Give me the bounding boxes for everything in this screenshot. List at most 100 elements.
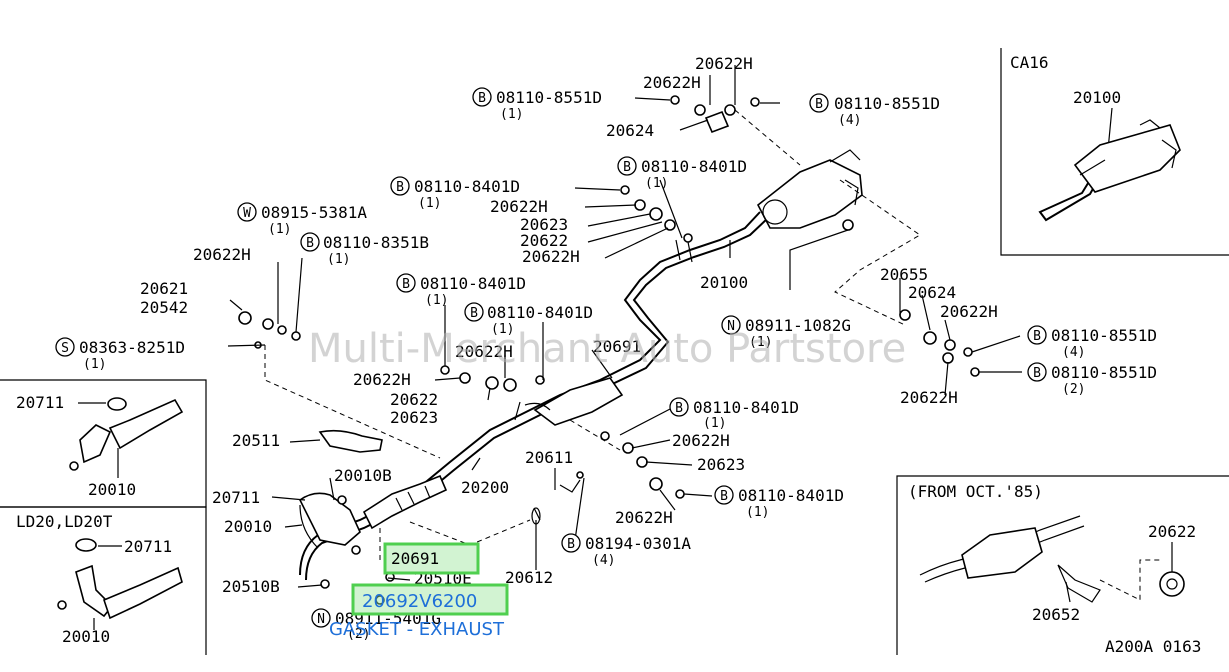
label-41: 08110-8551D xyxy=(1051,363,1157,382)
nut-circle-icon xyxy=(721,315,741,335)
screw-circle-icon xyxy=(55,337,75,357)
label-12: 20623 xyxy=(520,215,568,234)
svg-text:B: B xyxy=(1033,329,1041,344)
label-25: 08110-8401D xyxy=(487,303,593,322)
inset-oct85-title: (FROM OCT.'85) xyxy=(908,482,1043,501)
label-0: 20622H xyxy=(695,54,753,73)
label-36: 20655 xyxy=(880,265,928,284)
highlight-part-box[interactable] xyxy=(383,542,480,575)
label-52: 20711 xyxy=(212,488,260,507)
washer-circle-icon xyxy=(237,202,257,222)
svg-text:B: B xyxy=(815,97,823,112)
highlight-part-number[interactable]: 20692V6200 xyxy=(362,591,477,612)
label-40: (4) xyxy=(1062,345,1085,360)
svg-text:B: B xyxy=(675,401,683,416)
svg-text:B: B xyxy=(396,180,404,195)
inset-tl-part-b: 20010 xyxy=(88,480,136,499)
label-38: 20622H xyxy=(940,302,998,321)
highlight-part-label[interactable]: 20691 xyxy=(391,549,439,568)
svg-text:N: N xyxy=(727,319,735,334)
label-34: 08911-1082G xyxy=(745,316,851,335)
bolt-circle-icon xyxy=(809,93,829,113)
label-19: (1) xyxy=(327,252,350,267)
bolt-circle-icon xyxy=(472,87,492,107)
label-20: 20100 xyxy=(700,273,748,292)
main-exhaust-assembly xyxy=(227,65,1022,605)
inset-ld20-part-a: 20711 xyxy=(124,537,172,556)
svg-text:S: S xyxy=(61,341,69,356)
label-33: 20623 xyxy=(390,408,438,427)
label-11: 20622H xyxy=(490,197,548,216)
label-43: 20622H xyxy=(900,388,958,407)
label-63: (2) xyxy=(347,627,370,642)
label-22: 20542 xyxy=(140,298,188,317)
label-49: 20010B xyxy=(334,466,392,485)
label-32: 20622 xyxy=(390,390,438,409)
bolt-circle-icon xyxy=(669,397,689,417)
inset-ld20-part-b: 20010 xyxy=(62,627,110,646)
label-44: 08110-8401D xyxy=(693,398,799,417)
label-56: (1) xyxy=(746,505,769,520)
label-46: 20622H xyxy=(672,431,730,450)
label-53: 20010 xyxy=(224,517,272,536)
bolt-circle-icon xyxy=(561,533,581,553)
bolt-circle-icon xyxy=(464,302,484,322)
label-27: 08363-8251D xyxy=(79,338,185,357)
label-57: 08194-0301A xyxy=(585,534,691,553)
svg-text:B: B xyxy=(478,91,486,106)
label-50: 20611 xyxy=(525,448,573,467)
bolt-circle-icon xyxy=(390,176,410,196)
label-17: 20622H xyxy=(193,245,251,264)
label-35: (1) xyxy=(749,335,772,350)
bolt-circle-icon xyxy=(300,232,320,252)
svg-text:B: B xyxy=(402,277,410,292)
label-39: 08110-8551D xyxy=(1051,326,1157,345)
label-8: (1) xyxy=(645,176,668,191)
highlight-number-box[interactable] xyxy=(351,583,509,616)
inset-ld20: LD20,LD20T 20711 20010 xyxy=(0,506,207,655)
label-29: 20622H xyxy=(455,342,513,361)
inset-ca16-title: CA16 xyxy=(1010,53,1049,72)
bolt-circle-icon xyxy=(396,273,416,293)
label-60: 20510B xyxy=(222,577,280,596)
label-4: 08110-8551D xyxy=(834,94,940,113)
label-23: 08110-8401D xyxy=(420,274,526,293)
svg-text:B: B xyxy=(1033,366,1041,381)
label-30: 20691 xyxy=(593,337,641,356)
label-37: 20624 xyxy=(908,283,956,302)
inset-tl-part-a: 20711 xyxy=(16,393,64,412)
label-55: 08110-8401D xyxy=(738,486,844,505)
svg-text:B: B xyxy=(720,489,728,504)
highlight-part-description[interactable]: GASKET - EXHAUST xyxy=(329,619,505,640)
figure-code: A200A 0163 xyxy=(1105,637,1201,656)
label-51: 20200 xyxy=(461,478,509,497)
label-7: 08110-8401D xyxy=(641,157,747,176)
inset-ld20-title: LD20,LD20T xyxy=(16,512,113,531)
watermark: Multi-Merchant Auto Partstore xyxy=(308,326,906,372)
bolt-circle-icon xyxy=(714,485,734,505)
svg-text:B: B xyxy=(567,537,575,552)
label-16: (1) xyxy=(268,222,291,237)
inset-oct85-part-b: 20652 xyxy=(1032,605,1080,624)
nut-circle-icon xyxy=(311,608,331,628)
label-18: 08110-8351B xyxy=(323,233,429,252)
bolt-circle-icon xyxy=(617,156,637,176)
label-45: (1) xyxy=(703,416,726,431)
highlighted-part[interactable]: 20691 20692V6200 GASKET - EXHAUST xyxy=(329,542,509,640)
label-13: 20622 xyxy=(520,231,568,250)
inset-top-left: 20711 20010 xyxy=(0,379,207,508)
part-labels: 20622H 20622H B 08110-8551D (1) B 08110-… xyxy=(55,54,1157,642)
svg-text:W: W xyxy=(243,206,251,221)
label-31: 20622H xyxy=(353,370,411,389)
label-10: (1) xyxy=(418,196,441,211)
label-42: (2) xyxy=(1062,382,1085,397)
label-54: 20622H xyxy=(615,508,673,527)
inset-from-oct85: (FROM OCT.'85) 20622 20652 xyxy=(896,475,1229,655)
label-21: 20621 xyxy=(140,279,188,298)
label-6: 20624 xyxy=(606,121,654,140)
label-15: 08915-5381A xyxy=(261,203,367,222)
label-14: 20622H xyxy=(522,247,580,266)
label-1: 20622H xyxy=(643,73,701,92)
label-28: (1) xyxy=(83,357,106,372)
